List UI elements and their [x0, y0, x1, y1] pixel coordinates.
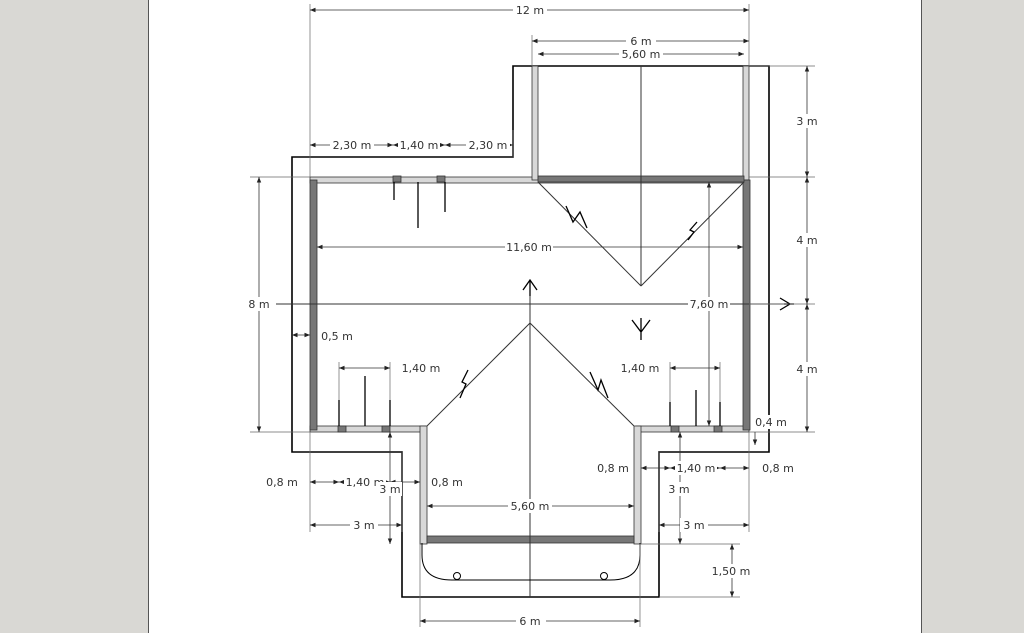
svg-text:1,40 m: 1,40 m [402, 362, 441, 375]
dim-window-top: 1,40 m [398, 138, 440, 152]
dim-right-seg: 2,30 m [466, 138, 510, 152]
dim-right-edge: 0,8 m [761, 461, 795, 475]
post-left [453, 572, 461, 580]
dim-inner-height: 7,60 m [688, 297, 730, 311]
dim-porch-depth-left: 3 m [378, 482, 402, 496]
dim-body-height: 8 m [246, 297, 272, 311]
dim-wing-depth: 3 m [794, 114, 820, 128]
svg-text:5,60 m: 5,60 m [622, 48, 661, 61]
dim-window-right: 1,40 m [619, 361, 661, 375]
svg-text:8 m: 8 m [248, 298, 269, 311]
svg-text:1,40 m: 1,40 m [621, 362, 660, 375]
svg-text:12 m: 12 m [516, 4, 544, 17]
svg-text:0,8 m: 0,8 m [762, 462, 794, 475]
svg-text:6 m: 6 m [630, 35, 651, 48]
svg-text:3 m: 3 m [683, 519, 704, 532]
svg-text:0,8 m: 0,8 m [597, 462, 629, 475]
dim-wall-thickness: 0,4 m [754, 415, 788, 429]
dim-bottom-total: 6 m [516, 614, 546, 628]
dim-body-half-top: 4 m [794, 233, 820, 247]
svg-text:3 m: 3 m [379, 483, 400, 496]
svg-text:3 m: 3 m [796, 115, 817, 128]
svg-text:1,40 m: 1,40 m [400, 139, 439, 152]
svg-text:4 m: 4 m [796, 363, 817, 376]
svg-text:4 m: 4 m [796, 234, 817, 247]
svg-text:2,30 m: 2,30 m [333, 139, 372, 152]
svg-text:0,5 m: 0,5 m [321, 330, 353, 343]
porch-base [421, 543, 641, 581]
dim-right-step: 0,8 m [596, 461, 630, 475]
dim-wing-width: 6 m [626, 34, 656, 48]
dim-right-win: 1,40 m [675, 461, 717, 475]
svg-text:2,30 m: 2,30 m [469, 139, 508, 152]
opening-markers [338, 182, 721, 426]
dim-porch-ext: 1,50 m [710, 564, 752, 578]
svg-text:0,8 m: 0,8 m [266, 476, 298, 489]
dim-overhang: 0,5 m [320, 329, 354, 343]
dim-left-step: 0,8 m [430, 475, 464, 489]
svg-text:1,40 m: 1,40 m [346, 476, 385, 489]
dim-top-total: 12 m [513, 3, 547, 17]
svg-text:11,60 m: 11,60 m [506, 241, 552, 254]
dim-left-wing-width: 3 m [350, 518, 378, 532]
svg-text:6 m: 6 m [519, 615, 540, 628]
dim-wing-inner: 5,60 m [619, 47, 663, 61]
dim-right-wing-width: 3 m [680, 518, 708, 532]
dim-left-seg: 2,30 m [330, 138, 374, 152]
post-right [600, 572, 608, 580]
dim-left-win: 1,40 m [344, 475, 386, 489]
dim-porch-inner: 5,60 m [508, 499, 552, 513]
svg-text:0,8 m: 0,8 m [431, 476, 463, 489]
svg-text:0,4 m: 0,4 m [755, 416, 787, 429]
dim-body-half-bottom: 4 m [794, 362, 820, 376]
dim-window-left: 1,40 m [400, 361, 442, 375]
svg-text:5,60 m: 5,60 m [511, 500, 550, 513]
dim-body-inner: 11,60 m [505, 240, 553, 254]
svg-text:3 m: 3 m [668, 483, 689, 496]
dim-left-edge: 0,8 m [265, 475, 299, 489]
dim-porch-depth-right: 3 m [666, 482, 692, 496]
svg-text:3 m: 3 m [353, 519, 374, 532]
svg-text:1,40 m: 1,40 m [677, 462, 716, 475]
svg-text:1,50 m: 1,50 m [712, 565, 751, 578]
dimension-labels: 12 m 6 m 5,60 m 2,30 m 1,40 m 2,30 m 11,… [246, 3, 820, 628]
svg-text:7,60 m: 7,60 m [690, 298, 729, 311]
